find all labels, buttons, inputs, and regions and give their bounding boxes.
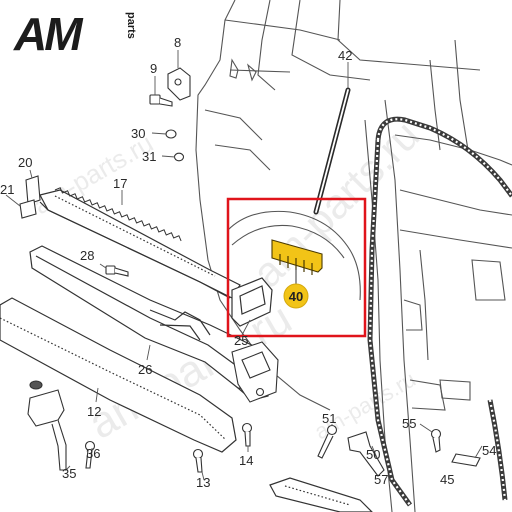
screw-14 [241,422,253,447]
callout-45[interactable]: 45 [440,472,454,487]
callout-35[interactable]: 35 [62,466,76,481]
trim-57 [269,477,373,512]
callout-13[interactable]: 13 [196,475,210,490]
callout-8[interactable]: 8 [174,35,181,50]
callout-30[interactable]: 30 [131,126,145,141]
callout-40: 40 [289,289,303,304]
callout-55[interactable]: 55 [402,416,416,431]
callout-57[interactable]: 57 [374,472,388,487]
clip-20 [25,175,41,205]
leader-lines [5,50,483,481]
callout-21[interactable]: 21 [0,182,14,197]
am-parts-logo: AM parts [13,8,137,60]
bolt-55 [430,428,442,453]
callout-54[interactable]: 54 [482,443,496,458]
callout-26[interactable]: 26 [138,362,152,377]
sill-12 [0,297,237,453]
serrated-strip [54,187,182,242]
callout-9[interactable]: 9 [150,61,157,76]
callout-50[interactable]: 50 [366,447,380,462]
callout-28[interactable]: 28 [80,248,94,263]
hinge-50 [347,431,385,477]
highlight-box [226,197,367,338]
callout-badge-40[interactable]: 40 [283,283,309,309]
plate-54 [451,453,481,467]
callout-20[interactable]: 20 [18,155,32,170]
callout-17[interactable]: 17 [113,176,127,191]
callout-42[interactable]: 42 [338,48,352,63]
actuator-35 [27,380,67,471]
highlighted-part-40[interactable] [271,239,323,275]
bracket-8 [167,67,191,101]
callout-25[interactable]: 25 [234,333,248,348]
callout-14[interactable]: 14 [239,453,253,468]
clip-30 [165,129,177,139]
callout-numbers: 8 9 30 31 42 20 21 17 28 25 26 12 51 55 … [0,35,496,490]
clip-31 [173,152,185,162]
rod-42 [313,87,351,215]
screw-13 [192,448,204,473]
rail-25 [231,277,273,327]
vehicle-body [195,0,512,512]
bolt-51 [317,424,338,459]
callout-51[interactable]: 51 [322,411,336,426]
callout-36[interactable]: 36 [86,446,100,461]
bolt-9 [149,94,173,107]
logo-main: AM [13,8,84,60]
bolt-28 [105,265,129,277]
logo-side: parts [125,12,137,39]
callout-12[interactable]: 12 [87,404,101,419]
clip-21 [19,199,37,219]
bracket-assembly [231,341,279,403]
door-seal-45 [367,116,512,507]
callout-31[interactable]: 31 [142,149,156,164]
